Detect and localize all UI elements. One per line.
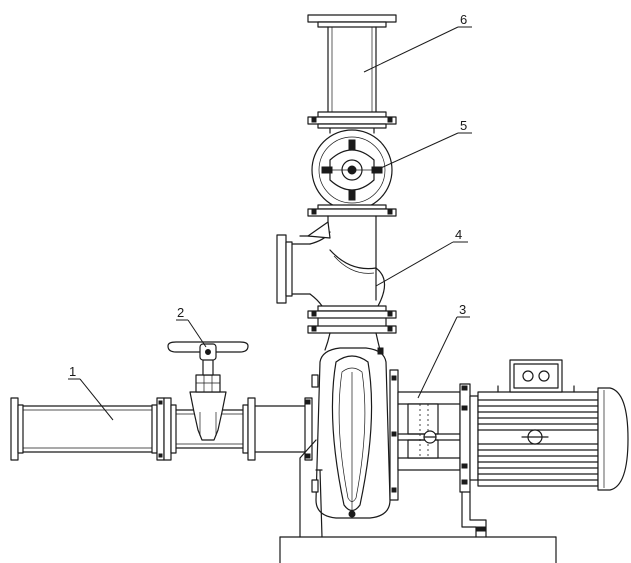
base-plinth xyxy=(279,536,557,563)
callout-3: 3 xyxy=(459,302,466,317)
callout-4: 4 xyxy=(455,227,462,242)
discharge-tee xyxy=(276,215,397,334)
callout-5: 5 xyxy=(460,118,467,133)
callout-labels: 1 2 3 4 5 6 xyxy=(69,12,467,379)
electric-motor xyxy=(469,359,629,491)
pump-volute xyxy=(299,332,399,538)
suction-spool xyxy=(254,397,313,461)
callout-2: 2 xyxy=(177,305,184,320)
gate-valve xyxy=(163,341,256,461)
discharge-pipe-top xyxy=(307,14,397,125)
callout-leaders xyxy=(68,26,472,421)
callout-6: 6 xyxy=(460,12,467,27)
suction-pipe xyxy=(10,397,165,461)
callout-1: 1 xyxy=(69,364,76,379)
lantern-bracket xyxy=(397,383,487,538)
butterfly-valve xyxy=(307,123,397,217)
